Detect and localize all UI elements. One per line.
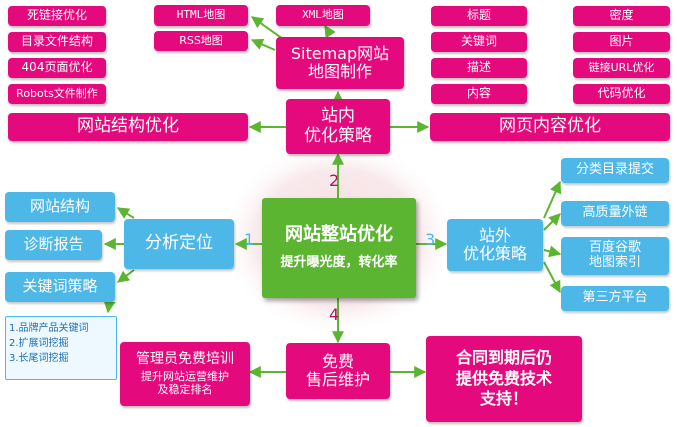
contract-support-box: 合同到期后仍 提供免费技术 支持！ [426, 336, 582, 422]
analysis-item-diagnosis: 诊断报告 [5, 230, 102, 260]
arrow-to-xml-map [324, 24, 336, 39]
keyword-strategy-list: 1.品牌产品关键词 2.扩展词挖掘 3.长尾词挖掘 [5, 316, 117, 380]
arrow-to-dir [543, 180, 562, 219]
aftersales-label-line2: 售后维护 [305, 370, 370, 389]
structure-item-dir-structure: 目录文件结构 [8, 32, 106, 52]
sitemap-html-map: HTML地图 [154, 5, 248, 26]
sitemap-label-line1: Sitemap网站 [290, 43, 390, 63]
arrow-to-rss-map [250, 38, 276, 51]
content-item-title: 标题 [431, 6, 527, 26]
content-item-images: 图片 [573, 32, 670, 52]
offsite-item-backlinks: 高质量外链 [561, 201, 669, 226]
content-item-density: 密度 [573, 6, 670, 26]
offsite-item-map-index: 百度谷歌 地图索引 [561, 237, 669, 275]
training-sub1: 提升网站运营维护 [141, 370, 229, 384]
center-subtitle: 提升曝光度，转化率 [280, 254, 398, 270]
aftersales-label-line1: 免费 [321, 351, 354, 371]
offsite-label-line1: 站外 [478, 225, 511, 245]
contract-line1: 合同到期后仍 [455, 347, 552, 367]
content-opt-bar: 网页内容优化 [430, 113, 670, 141]
sitemap-rss-map: RSS地图 [154, 31, 248, 51]
step-number-1: 1 [244, 230, 255, 249]
structure-opt-bar: 网站结构优化 [8, 113, 248, 141]
map-index-line2: 地图索引 [588, 255, 641, 270]
training-sub2: 及稳定排名 [157, 383, 213, 397]
step-number-3: 3 [425, 230, 436, 249]
offsite-node: 站外 优化策略 [447, 219, 543, 271]
keyword-list-item: 1.品牌产品关键词 [9, 323, 89, 334]
structure-item-dead-links: 死链接优化 [8, 6, 106, 26]
analysis-node: 分析定位 [124, 219, 234, 269]
step-number-4: 4 [329, 305, 340, 324]
sitemap-node: Sitemap网站 地图制作 [276, 37, 404, 89]
structure-item-404-page: 404页面优化 [8, 58, 106, 78]
center-title: 网站整站优化 [285, 224, 393, 246]
structure-item-robots: Robots文件制作 [8, 84, 106, 104]
analysis-item-keyword-strategy: 关键词策略 [5, 272, 115, 302]
training-title: 管理员免费培训 [136, 351, 234, 368]
arrow-to-links [543, 213, 561, 231]
onsite-label-line1: 站内 [321, 105, 355, 126]
admin-training-box: 管理员免费培训 提升网站运营维护 及稳定排名 [120, 342, 250, 406]
map-index-line1: 百度谷歌 [588, 240, 641, 256]
arrow-to-third [543, 261, 561, 294]
keyword-list-item: 2.扩展词挖掘 [9, 338, 69, 349]
content-item-url: 链接URL优化 [573, 58, 670, 78]
offsite-item-third-party: 第三方平台 [561, 286, 669, 311]
arrow-to-struct [116, 207, 135, 219]
analysis-item-structure: 网站结构 [5, 192, 115, 222]
sitemap-xml-map: XML地图 [276, 5, 370, 26]
content-item-keywords: 关键词 [431, 32, 527, 52]
arrow-to-maps [543, 245, 562, 258]
content-item-description: 描述 [431, 58, 527, 78]
offsite-item-directory: 分类目录提交 [561, 158, 669, 183]
contract-line3: 支持！ [479, 389, 528, 409]
contract-line2: 提供免费技术 [455, 368, 552, 388]
keyword-list-item: 3.长尾词挖掘 [9, 353, 69, 364]
content-item-content: 内容 [431, 84, 527, 104]
aftersales-node: 免费 售后维护 [286, 343, 390, 399]
content-item-code: 代码优化 [573, 84, 670, 104]
sitemap-label-line2: 地图制作 [307, 62, 372, 81]
arrow-to-kw [117, 269, 135, 283]
center-node: 网站整站优化 提升曝光度，转化率 [262, 198, 416, 298]
onsite-label-line2: 优化策略 [304, 125, 372, 146]
offsite-label-line2: 优化策略 [462, 244, 527, 263]
onsite-node: 站内 优化策略 [286, 99, 390, 154]
step-number-2: 2 [329, 171, 340, 190]
